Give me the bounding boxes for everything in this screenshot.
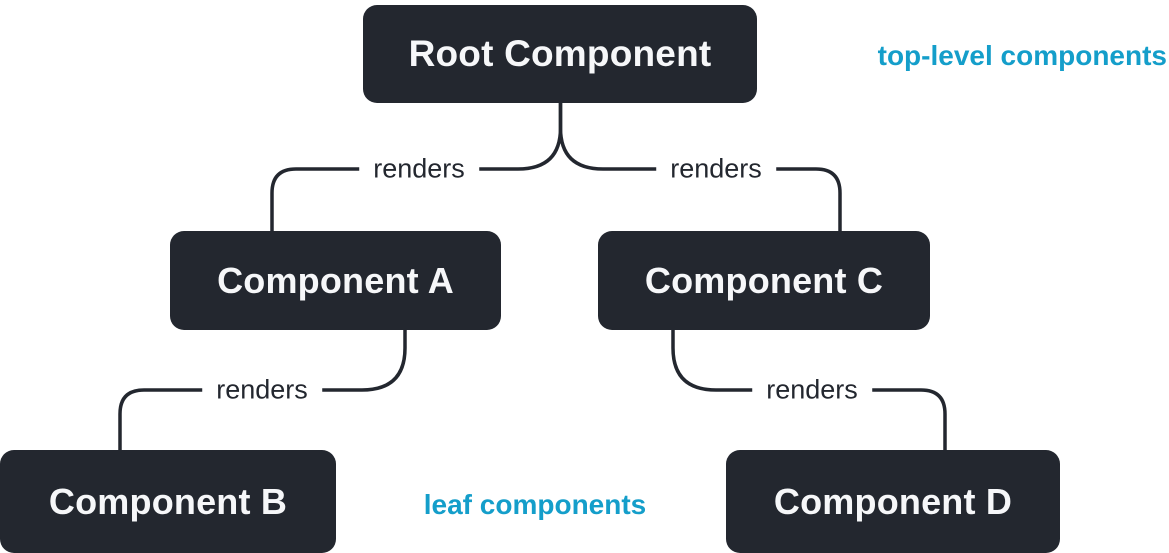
annotation-leaf-components: leaf components [423, 489, 647, 520]
edge-root-to-c [558, 101, 842, 233]
edge-label-c-renders-d: renders [752, 372, 872, 408]
node-root-component: Root Component [363, 5, 757, 103]
node-component-b-label: Component B [48, 480, 288, 522]
node-component-a-label: Component A [217, 259, 454, 301]
node-component-c-label: Component C [644, 259, 884, 301]
node-component-b: Component B [0, 450, 336, 553]
node-component-d: Component D [726, 450, 1060, 553]
node-component-d-label: Component D [773, 480, 1013, 522]
edge-root-to-a [270, 101, 563, 233]
node-root-component-label: Root Component [408, 33, 712, 74]
edge-label-a-renders-b: renders [202, 372, 322, 408]
edge-label-root-renders-a: renders [359, 151, 479, 187]
edge-c-to-d [671, 328, 947, 452]
node-component-a: Component A [170, 231, 501, 330]
edge-a-to-b [118, 328, 407, 452]
annotation-top-level-components: top-level components [877, 40, 1167, 71]
edge-label-root-renders-c: renders [656, 151, 776, 187]
node-component-c: Component C [598, 231, 930, 330]
